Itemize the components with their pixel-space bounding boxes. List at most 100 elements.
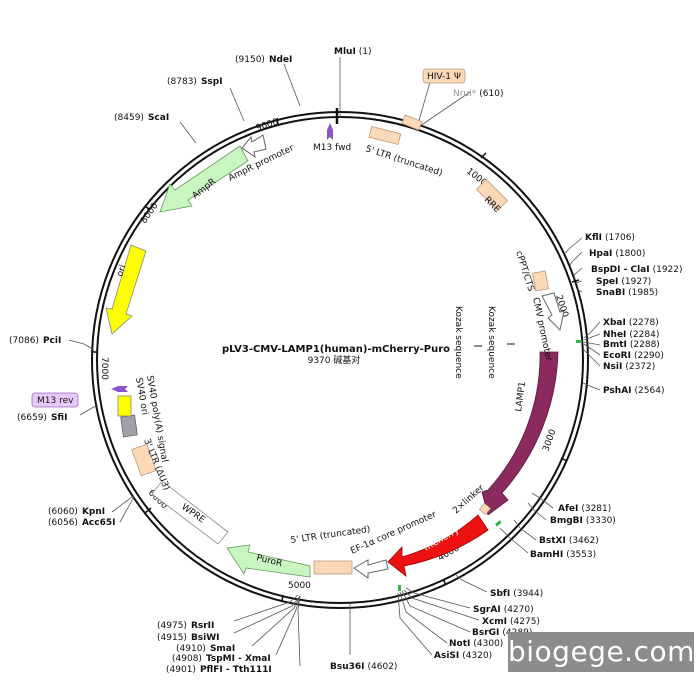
label-lamp1: LAMP1 [514,381,528,412]
site-kfli: KflI(1706) [585,233,635,243]
site-noti: NotI(4300) [449,639,503,649]
leader-rsrii [233,594,299,622]
leader-spei [575,280,583,284]
label-cppt: cPPT/CTS [513,250,536,293]
plasmid-size: 9370 碱基对 [308,354,361,366]
tick-mark-6000 [144,507,152,514]
tick-label-5000: 5000 [288,581,311,591]
site-rsrii: (4975)RsrII [157,621,214,631]
label-m13-rev: M13 rev [37,396,74,406]
site-bspdi-clai: BspDI - ClaI(1922) [591,265,683,275]
site-pflfi-tth111i: (4901)PflFI - Tth111I [166,665,272,675]
site-ndei: (9150)NdeI [235,55,292,65]
leader-xbai [583,321,601,339]
site-xcmi: XcmI(4275) [482,617,540,627]
site-mlui: MluI(1) [334,47,372,57]
tick-label-9000: 9000 [255,117,280,134]
leader-pcii [68,339,95,351]
leader-acc65i [119,495,135,523]
plasmid-name: pLV3-CMV-LAMP1(human)-mCherry-Puro [222,344,450,355]
hiv1-psi-label-box [422,68,466,84]
wpre-feature [151,480,229,545]
site-nhei: NheI(2284) [603,330,659,340]
cppt-cts-feature [532,270,549,292]
ring-mark-noti [398,585,401,591]
leader-noti [399,591,448,644]
tick-mark-4000 [442,578,447,586]
leader-bmti [583,341,601,346]
site-bsu36i: Bsu36I(4602) [330,662,397,672]
tick-mark-1000 [480,152,487,159]
leader-bsiwi [233,595,301,634]
leader-pshai [582,382,601,391]
rre-feature [475,178,509,212]
leader-xcmi [403,589,480,621]
leader-psi [417,81,431,125]
leader-tspmi [275,595,301,656]
site-sfii: (6659)SfiI [17,413,67,423]
leader-kpni [111,494,135,513]
site-bmgbi: BmgBI(3330) [550,516,616,526]
cmv-promoter-arrow [541,292,565,332]
leader-kfli [564,237,583,254]
m13-fwd-primer [327,123,333,140]
sv40-ori-feature [117,395,132,417]
hiv1-psi-feature [401,114,423,131]
leader-ecori [583,343,601,356]
lamp1-cds [481,351,559,516]
leader-smai [251,595,301,647]
tick-label-3000: 3000 [541,428,558,453]
ltr-5-top [368,126,402,145]
site-nsii: NsiI(2372) [603,362,655,372]
leader-afei [531,492,554,509]
m13-rev-label-box [31,392,79,408]
site-pcii: (7086)PciI [9,336,61,346]
site-tspmi-xmai: (4908)TspMI - XmaI [172,654,271,664]
site-ecori: EcoRI(2290) [603,351,664,361]
site-nrui: NruI*(610) [453,89,504,99]
site-xbai: XbaI(2278) [603,318,659,328]
leader-snabi [576,288,583,293]
leader-sbfi [455,574,488,593]
label-kozak-1: Kozak sequence [453,306,463,379]
leader-bamhi [499,527,529,554]
leader-nsii [583,349,601,367]
leader-bmgbi [527,502,547,521]
leader-scai [179,121,197,144]
ampr-cds [159,145,249,213]
site-sgrai: SgrAI(4270) [473,605,534,615]
tick-mark-8000 [144,205,151,211]
site-sbfi: SbfI(3944) [490,589,543,599]
ori-feature [105,244,147,335]
ltr-3-feature [131,443,157,477]
leader-sfii [79,404,99,416]
leader-sgrai [405,587,471,609]
watermark-logo: biogege.com [508,632,694,672]
label-kozak-2: Kozak sequence [486,306,496,379]
tick-mark-9000 [276,117,279,125]
ltr-5-bottom [313,560,353,575]
leader-pflfi [297,595,301,667]
site-spei: SpeI(1927) [596,277,651,287]
tick-label-7000: 7000 [99,357,109,380]
leader-hpai [569,251,583,266]
m13-rev-primer [111,386,128,392]
label-ori: ori [115,264,128,278]
tick-mark-5000 [281,594,284,602]
leader-nhei [583,333,601,341]
ring-mark-ecori [576,340,582,343]
site-sspi: (8783)SspI [167,77,223,87]
label-ltr-5-top: 5' LTR (truncated) [364,144,444,178]
site-leaders [68,57,601,667]
site-bstxi: BstXI(3462) [539,536,599,546]
tick-label-8000: 8000 [139,201,160,226]
site-snabi: SnaBI(1985) [596,288,658,298]
leader-nrui [419,91,471,127]
site-bamhi: BamHI(3553) [530,550,596,560]
leader-bsrgi [401,590,471,633]
leader-bspdi [573,267,583,280]
ring-mark-bamhi [495,520,502,527]
leader-asisi [397,592,433,656]
leader-bstxi [513,519,537,541]
